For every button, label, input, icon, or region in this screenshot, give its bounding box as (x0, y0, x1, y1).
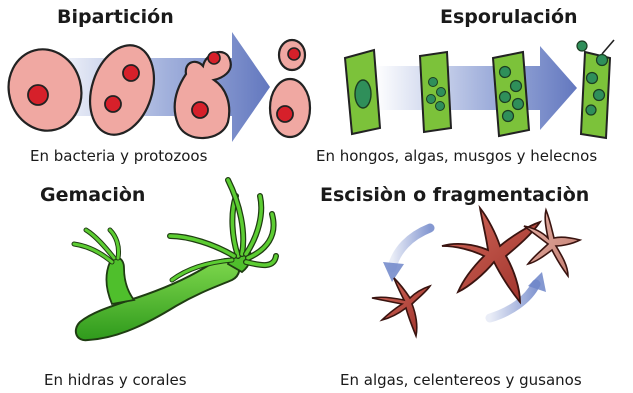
starfish-small-right (524, 210, 580, 276)
escision-arrow-left (383, 228, 430, 282)
spore-cell-2 (420, 52, 451, 132)
starfish-large (442, 208, 540, 302)
hydra-bud (74, 230, 134, 304)
cell-stage-1 (0, 41, 90, 139)
spore-cell-1 (345, 50, 380, 134)
spore-cell-4 (577, 40, 614, 138)
cell-stage-4 (270, 40, 310, 137)
spore-cell-3 (493, 52, 529, 136)
cell-stage-2 (79, 37, 164, 143)
esporulacion-arrow (375, 46, 577, 130)
starfish-small-left (372, 278, 430, 336)
